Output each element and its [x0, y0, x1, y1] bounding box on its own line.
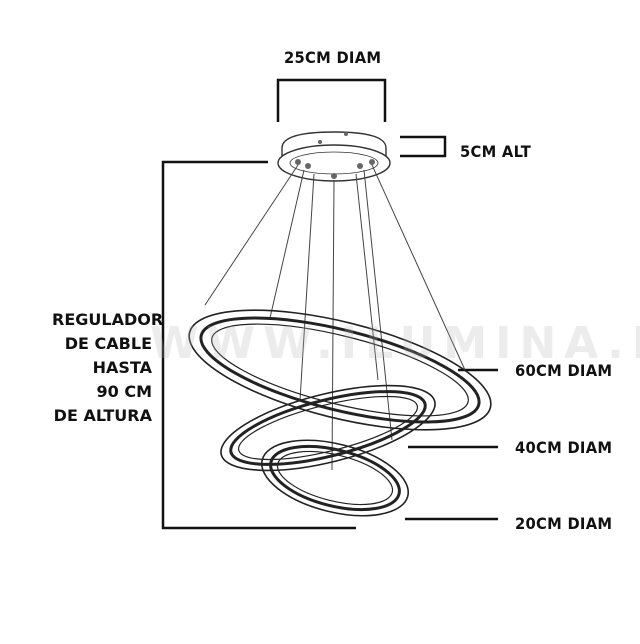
canopy-height-label: 5CM ALT — [460, 142, 532, 161]
height-bracket — [400, 135, 447, 158]
regulator-line: DE CABLE — [64, 334, 152, 353]
regulator-line: 90 CM — [96, 382, 153, 401]
ring-small — [260, 439, 410, 517]
regulator-line: HASTA — [92, 358, 152, 377]
dimension-lines — [161, 78, 498, 530]
ring-small-label: 20CM DIAM — [515, 514, 613, 533]
cables — [204, 164, 466, 471]
ring-medium — [220, 384, 436, 472]
regulator-line: DE ALTURA — [53, 406, 152, 425]
top-diameter-bracket — [276, 78, 387, 122]
ring-medium-label: 40CM DIAM — [515, 438, 613, 457]
regulator-bracket — [161, 160, 356, 530]
top-diameter-label: 25CM DIAM — [284, 48, 382, 67]
regulator-line: REGULADOR — [52, 310, 164, 329]
ring-large-label: 60CM DIAM — [515, 361, 613, 380]
cable-regulator-label: REGULADOR DE CABLE HASTA 90 CM DE ALTURA — [52, 308, 164, 428]
canopy — [277, 131, 391, 182]
ring-large — [188, 309, 492, 431]
rings — [188, 309, 492, 517]
